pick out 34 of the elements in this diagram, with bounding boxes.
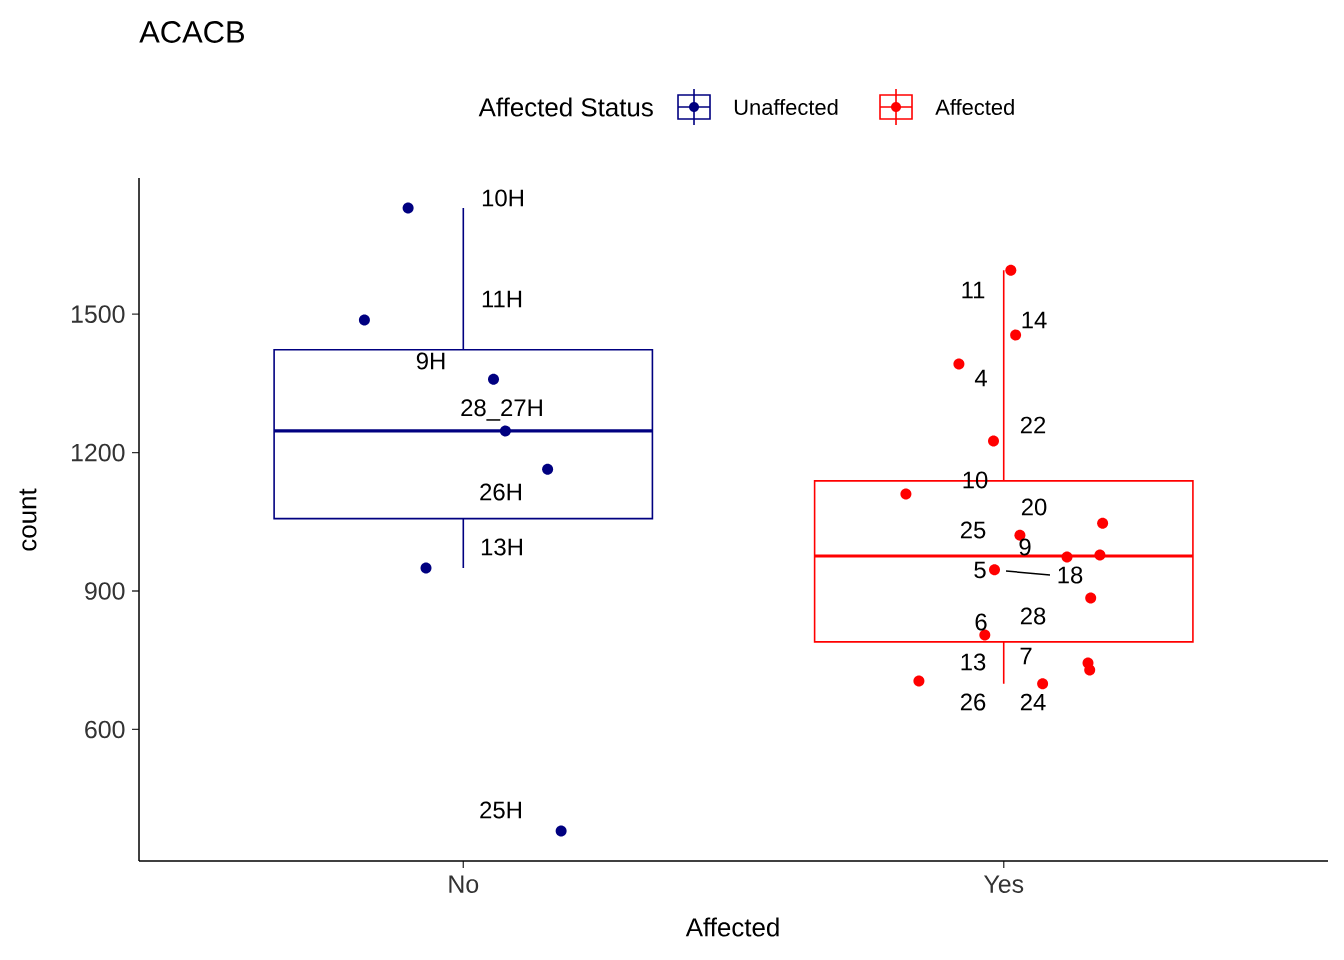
axis-tick-label: 900 xyxy=(85,582,125,600)
point-label: 25H xyxy=(480,801,521,819)
point-label: 10H xyxy=(482,189,523,207)
chart-title: ACACB xyxy=(139,21,244,43)
point-label: 4 xyxy=(974,369,987,387)
axis-tick-label: 600 xyxy=(85,720,125,739)
point-label: 28_27H xyxy=(461,399,542,421)
point-label: 13 xyxy=(961,653,986,671)
axis-label: count xyxy=(19,488,37,551)
point-label: 5 xyxy=(974,561,986,579)
point-label: 24 xyxy=(1020,693,1046,711)
point-label: 13H xyxy=(481,538,522,556)
legend-label: Affected xyxy=(935,98,1014,116)
point-label: 25 xyxy=(960,521,986,539)
axis-tick-label: No xyxy=(449,875,479,893)
point-label: 11 xyxy=(962,281,985,299)
point-label: 18 xyxy=(1058,566,1083,584)
point-label: 28 xyxy=(1020,607,1046,625)
legend-title: Affected Status xyxy=(478,97,653,117)
point-label: 22 xyxy=(1020,416,1046,434)
point-label: 26 xyxy=(960,693,986,711)
point-label: 9 xyxy=(1019,538,1031,556)
point-label: 14 xyxy=(1022,311,1047,329)
point-label: 11H xyxy=(482,290,522,308)
point-label: 9H xyxy=(416,352,445,370)
point-label: 7 xyxy=(1020,647,1032,665)
point-label: 20 xyxy=(1021,498,1047,516)
axis-label: Affected xyxy=(685,917,779,937)
point-label: 26H xyxy=(480,483,521,501)
legend-label: Unaffected xyxy=(734,98,838,116)
point-label: 6 xyxy=(975,613,987,631)
axis-tick-label: 1200 xyxy=(71,443,125,462)
axis-tick-label: Yes xyxy=(984,875,1024,893)
axis-tick-label: 1500 xyxy=(71,305,125,323)
